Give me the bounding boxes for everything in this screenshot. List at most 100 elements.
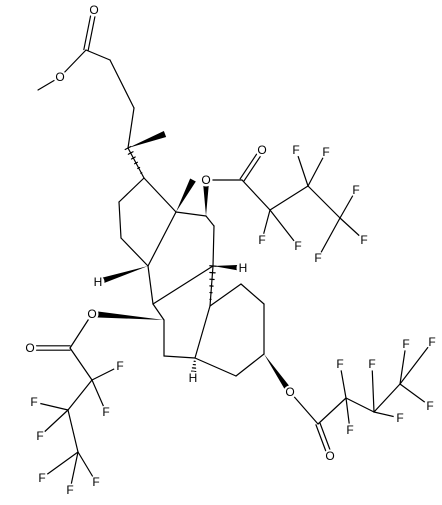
bond-C1-C2 <box>240 283 265 305</box>
atom-label-f-12c: F <box>294 239 301 253</box>
atom-label-background <box>199 173 213 187</box>
bond-C5-C10 <box>194 305 211 359</box>
wedge-bond-C13-C18 <box>176 178 196 212</box>
atom-label-f-3g: F <box>426 399 433 413</box>
hashed-bond-C10-C9 <box>209 265 217 300</box>
atom-label-background <box>186 371 200 385</box>
atom-label-background <box>393 411 407 425</box>
wedge-bond-C20-C21 <box>128 131 167 148</box>
atom-label-background <box>113 359 127 373</box>
bond-C17-C16 <box>118 177 145 203</box>
atom-label-background <box>323 449 337 463</box>
atom-label-f-12d: F <box>322 145 329 159</box>
bond-Cc3-Cf7 <box>317 397 347 425</box>
atom-label-background <box>349 183 363 197</box>
atom-label-f-7a: F <box>116 359 123 373</box>
bond-Cf3-F12f <box>317 217 341 259</box>
atom-label-f-7e: F <box>38 471 45 485</box>
bond-Cf9-F3e <box>399 343 407 385</box>
bond-Ca-Cb <box>109 59 135 109</box>
bond-layer <box>29 8 433 491</box>
atom-label-background <box>311 251 325 265</box>
atom-label-f-12a: F <box>292 143 299 157</box>
atom-label-background <box>23 341 37 355</box>
bond-Cf4-Cf5 <box>67 379 93 411</box>
bond-Cb-C20 <box>127 107 135 149</box>
bond-O7-Cc7 <box>69 313 93 349</box>
atom-label-background <box>87 3 101 17</box>
atom-label-o7: O <box>87 307 96 321</box>
bond-C10-C1 <box>209 283 242 307</box>
atom-label-o3-carbonyl: O <box>325 449 334 463</box>
atom-label-f-3b: F <box>368 357 375 371</box>
hash-line <box>140 172 143 174</box>
hash-line <box>130 156 136 160</box>
bond-Cc12-Cf1 <box>241 179 271 211</box>
bond-Cf6-F7e <box>41 451 79 479</box>
atom-label-h14: H <box>94 275 103 289</box>
atom-label-h9: H <box>239 261 248 275</box>
atom-label-background <box>423 399 437 413</box>
wedge-bond-C7-O7 <box>91 310 164 320</box>
atom-label-f-12f: F <box>314 251 321 265</box>
atom-label-background <box>91 275 105 289</box>
bond-C8-C7 <box>152 303 165 321</box>
atom-label-f-7c: F <box>30 395 37 409</box>
atom-label-background <box>35 471 49 485</box>
atom-label-f-12e: F <box>360 233 367 247</box>
atom-label-background <box>53 70 67 84</box>
bond-Ce-Ca <box>85 49 111 61</box>
hash-line <box>133 161 139 165</box>
bond-Cc7-Cf4 <box>69 347 93 381</box>
atom-label-o12-carbonyl: O <box>257 143 266 157</box>
atom-label-f-3e: F <box>402 337 409 351</box>
atom-label-background <box>89 475 103 489</box>
hash-line <box>137 166 141 170</box>
bond-C13-C12 <box>175 211 207 217</box>
atom-label-f-7g: F <box>66 483 73 497</box>
atom-label-background <box>319 145 333 159</box>
bond-C15-C14 <box>120 237 149 267</box>
atom-label-background <box>365 357 379 371</box>
bond-C6-C5 <box>163 355 196 359</box>
bond-Cf7-Cf8 <box>345 397 375 413</box>
stereo-bond-layer <box>91 131 293 394</box>
bond-Cf1-Cf2 <box>269 185 309 211</box>
atom-label-f-12b: F <box>258 233 265 247</box>
atom-label-background <box>99 405 113 419</box>
atom-label-background <box>236 261 250 275</box>
atom-label-f-3f: F <box>428 335 435 349</box>
wedge-bond-C9-H9 <box>213 264 244 272</box>
bond-Cf8-F3b <box>371 363 375 413</box>
atom-label-o12: O <box>201 173 210 187</box>
bond-Cf9-F3f <box>399 341 433 385</box>
bond-C9-C8 <box>152 265 214 305</box>
wedge-bond-C14-H14 <box>97 266 148 286</box>
atom-label-background <box>33 429 47 443</box>
hash-line <box>124 145 132 151</box>
atom-label-background <box>425 335 439 349</box>
bond-C13-C17 <box>143 177 177 213</box>
double-bond-Ce-Oc <box>83 8 93 51</box>
atom-label-background <box>255 233 269 247</box>
atom-label-ester-o-methoxy: O <box>55 70 64 84</box>
bond-C8-C14 <box>147 265 154 305</box>
atom-label-f-7f: F <box>92 475 99 489</box>
atom-label-ester-o-carbonyl: O <box>89 3 98 17</box>
atom-label-background <box>333 357 347 371</box>
bond-Cf1-F12c <box>269 209 299 247</box>
atom-label-background <box>85 307 99 321</box>
atom-label-o3: O <box>285 385 294 399</box>
atom-label-background <box>27 395 41 409</box>
atom-label-f-7d: F <box>36 429 43 443</box>
bond-C16-C15 <box>118 201 122 239</box>
wedge-bond-C12-O12 <box>202 180 210 216</box>
bond-Cf2-Cf3 <box>307 185 341 219</box>
atom-label-background <box>289 143 303 157</box>
atom-label-background <box>255 143 269 157</box>
wedge-bond-C3-O3 <box>264 354 293 394</box>
atom-label-background <box>343 423 357 437</box>
hashed-bond-C17-C20 <box>124 145 143 174</box>
bond-Cf8-Cf9 <box>373 383 401 413</box>
